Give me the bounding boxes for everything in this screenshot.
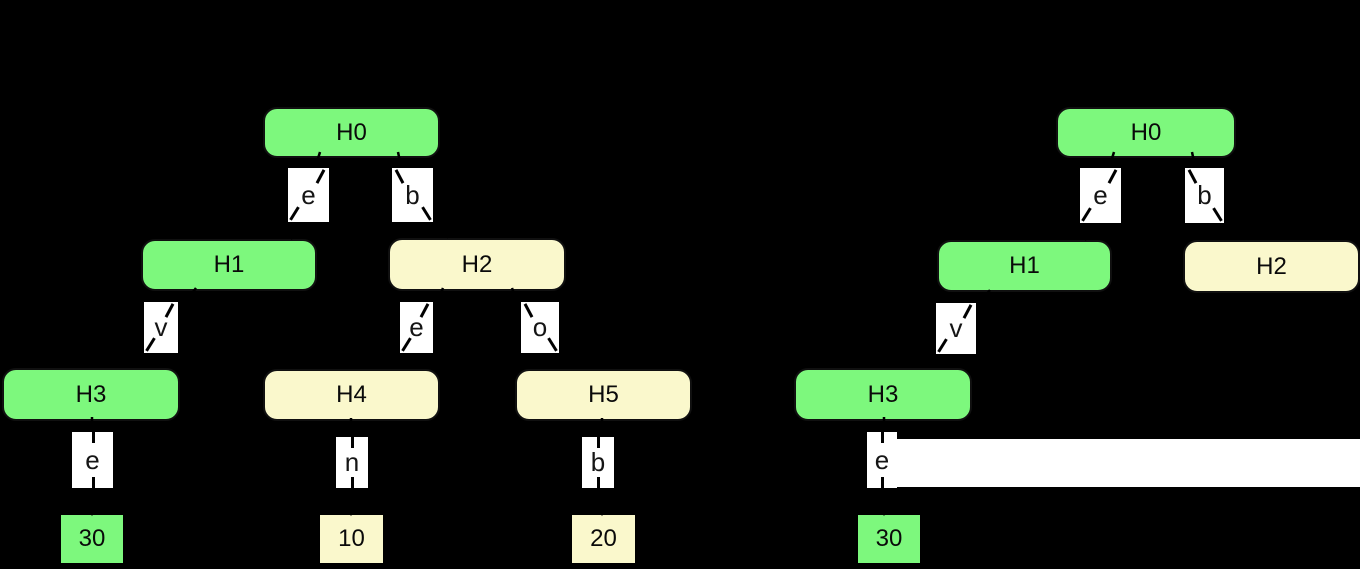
edge-label-v: v [144, 302, 178, 353]
node-h2: H2 [388, 238, 566, 291]
node-h4: H4 [263, 369, 440, 421]
edge-label-o: o [521, 302, 559, 353]
edge-label-v: v [936, 303, 976, 354]
node-h0: H0 [263, 107, 440, 158]
node-h2: H2 [1183, 240, 1360, 293]
white-strip [896, 439, 1360, 487]
edge-label-e: e [1080, 168, 1121, 223]
leaf-value-30: 30 [61, 515, 123, 563]
node-h5: H5 [515, 369, 692, 421]
edge-label-b: b [582, 437, 614, 488]
edge-label-b: b [1185, 168, 1224, 223]
leaf-value-30: 30 [858, 515, 920, 563]
node-h0: H0 [1056, 107, 1236, 158]
edge-label-e: e [288, 168, 329, 222]
node-h1: H1 [937, 240, 1112, 292]
edge-label-b: b [392, 168, 433, 222]
node-h3: H3 [794, 368, 972, 421]
edge-label-n: n [336, 437, 368, 488]
leaf-value-20: 20 [572, 515, 635, 563]
edge-label-e: e [72, 432, 113, 488]
edge-label-e: e [400, 302, 433, 353]
node-h3: H3 [2, 368, 180, 421]
leaf-value-10: 10 [320, 515, 383, 563]
node-h1: H1 [141, 239, 317, 291]
edge-label-e: e [867, 432, 897, 488]
